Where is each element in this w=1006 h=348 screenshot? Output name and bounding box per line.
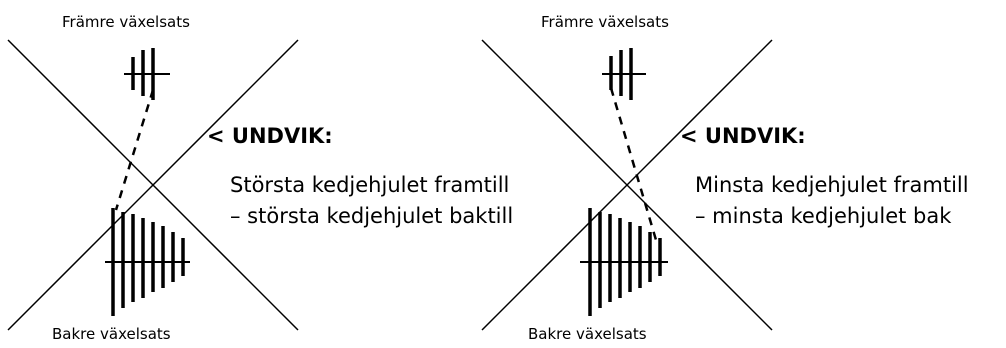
avoid-heading: < UNDVIK: [207,124,333,148]
chain-line-largest-largest [114,89,155,211]
avoid-heading: < UNDVIK: [680,124,806,148]
rear-cassette [105,208,190,316]
cross-out-mark [481,39,773,331]
front-chainrings [602,48,646,100]
panel-left: Främre växelsats Bakre växelsats < UNDVI… [7,13,513,343]
rear-gearset-label: Bakre växelsats [528,325,647,343]
panel-right: Främre växelsats Bakre växelsats < UNDVI… [481,13,969,343]
chain-line-smallest-smallest [609,87,658,241]
front-gearset-label: Främre växelsats [62,13,190,31]
rear-gearset-label: Bakre växelsats [52,325,171,343]
front-gearset-label: Främre växelsats [541,13,669,31]
avoid-line-1: Största kedjehjulet framtill [230,173,509,197]
avoid-line-1: Minsta kedjehjulet framtill [695,173,969,197]
avoid-line-2: – minsta kedjehjulet bak [695,204,952,228]
rear-cassette [580,208,668,316]
cross-out-mark [7,39,299,331]
avoid-line-2: – största kedjehjulet baktill [230,204,513,228]
front-chainrings [124,48,170,100]
